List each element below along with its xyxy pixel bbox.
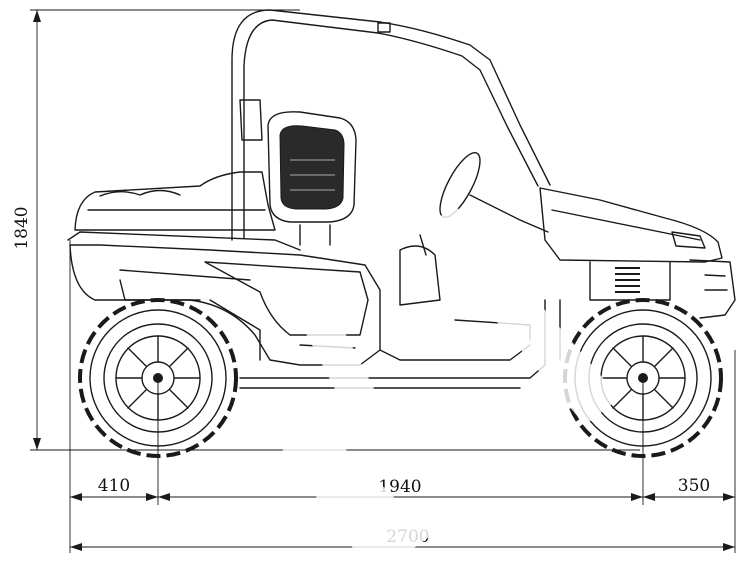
utv-vehicle [67, 9, 736, 458]
rear-overhang-label: 350 [678, 476, 710, 496]
arrow-410-right [146, 493, 158, 501]
watermark-stroke-r [592, 0, 741, 128]
arrow-350-right [723, 493, 735, 501]
roll-cage [231, 9, 551, 241]
height-arrow-bottom [33, 438, 41, 450]
seat-mesh [267, 111, 357, 246]
watermark-dot [633, 150, 677, 194]
watermark-stroke-lower [260, 396, 432, 558]
arrow-2700-right [723, 543, 735, 551]
watermark-stroke-diag [420, 205, 620, 425]
height-arrow-top [33, 10, 41, 22]
axle-centerlines [157, 378, 644, 450]
watermark [260, 0, 741, 558]
wheelbase-label: 1940 [378, 477, 421, 497]
arrow-410-left [70, 493, 82, 501]
front-hood [539, 187, 736, 319]
dimension-lines [30, 9, 736, 553]
height-label: 1840 [12, 206, 32, 249]
arrow-1940-left [158, 493, 170, 501]
arrow-350-left [643, 493, 655, 501]
arrow-1940-right [631, 493, 643, 501]
front-overhang-label: 410 [98, 476, 130, 496]
cargo-bed [67, 171, 301, 251]
watermark-stroke-mid [300, 304, 380, 418]
arrow-2700-left [70, 543, 82, 551]
